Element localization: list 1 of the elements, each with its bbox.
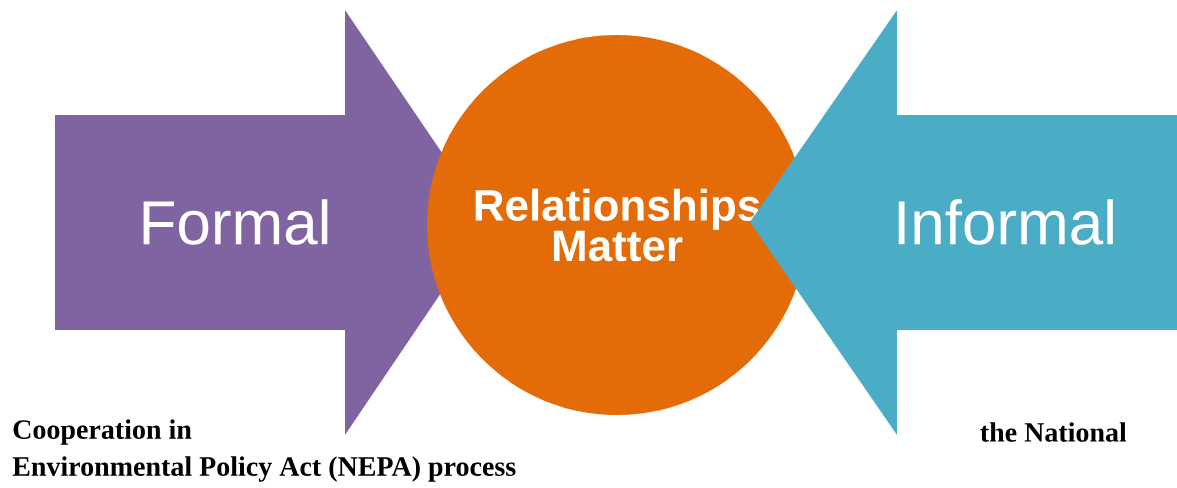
caption-text: Environmental Policy Act (NEPA) process [12, 456, 516, 482]
